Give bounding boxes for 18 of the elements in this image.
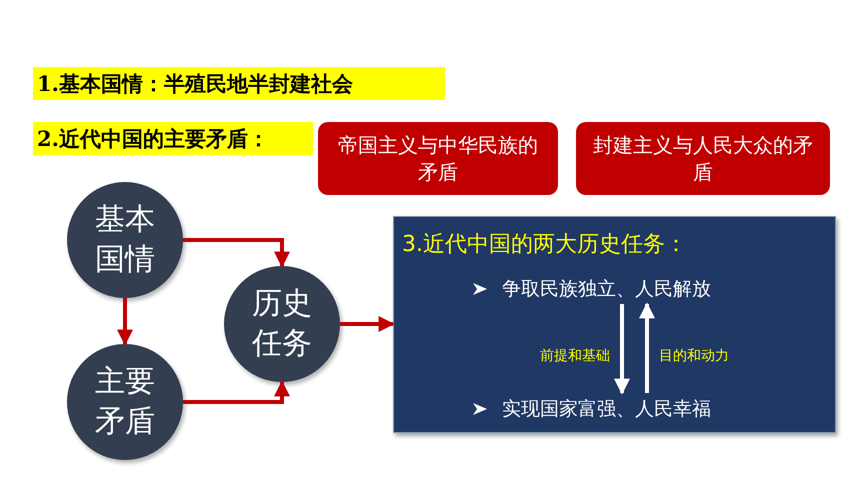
task-text: 争取民族独立、人民解放 (502, 277, 711, 302)
panel-heading: 3.近代中国的两大历史任务： (402, 231, 687, 259)
contradiction-box: 帝国主义与中华民族的矛盾 (318, 122, 558, 195)
contradiction-box: 封建主义与人民大众的矛盾 (576, 122, 830, 195)
topic-circle: 历史任务 (224, 266, 340, 382)
arrow (639, 302, 655, 393)
topic-circle: 基本国情 (67, 182, 183, 298)
arrow (340, 316, 395, 332)
topic-circle: 主要矛盾 (67, 344, 183, 460)
highlight-box: 2.近代中国的主要矛盾： (33, 122, 313, 155)
arrow (183, 238, 290, 268)
task-text: 实现国家富强、人民幸福 (502, 397, 711, 422)
highlight-box: 1.基本国情：半殖民地半封建社会 (33, 67, 445, 100)
arrow (614, 304, 630, 395)
arrow (117, 298, 133, 346)
arrow (183, 380, 290, 404)
task-panel (393, 216, 836, 433)
edge-label: 前提和基础 (538, 347, 612, 365)
